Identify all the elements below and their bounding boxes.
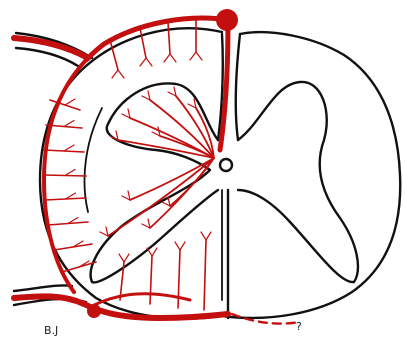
vasocorona-branch-top xyxy=(140,28,146,58)
central-twig xyxy=(122,191,130,200)
mark-right: ? xyxy=(296,320,302,333)
meninges-bottom-left-inner xyxy=(14,285,72,291)
artist-signature: B.J xyxy=(44,324,58,337)
posterior-twig xyxy=(119,254,129,262)
posterior-branch xyxy=(204,240,206,310)
posterior-branch xyxy=(150,256,152,304)
posterior-spinal-artery-node xyxy=(87,304,101,318)
central-twig xyxy=(122,109,130,118)
vasocorona-twig-top xyxy=(140,58,152,66)
central-twig xyxy=(100,227,108,236)
arterial-vasocorona-top xyxy=(86,18,228,60)
vasocorona-twig-top xyxy=(112,70,124,78)
central-branch xyxy=(130,158,214,200)
vasocorona-twig-top xyxy=(190,52,202,60)
sulcal-twig-left xyxy=(65,170,75,176)
posterior-twig xyxy=(175,242,185,250)
spinal-cord-outline xyxy=(14,28,400,318)
central-canal xyxy=(220,159,232,171)
anterior-spinal-artery-node xyxy=(216,9,238,31)
central-branch xyxy=(150,158,214,228)
cord-outer-contour xyxy=(40,28,400,318)
central-twig xyxy=(168,87,176,96)
anterior-median-fissure-right xyxy=(236,34,240,140)
central-twig xyxy=(142,219,150,228)
vasocorona-branch-top xyxy=(168,22,170,54)
vasocorona-twig-top xyxy=(164,54,176,62)
posterior-twig xyxy=(201,232,211,240)
sulcal-twig-left xyxy=(64,121,74,127)
central-twig xyxy=(188,99,196,108)
sulcal-twig-left xyxy=(65,99,75,105)
sulcal-twig-left xyxy=(64,145,74,151)
posterior-branch xyxy=(178,250,180,308)
lateral-funiculus-line xyxy=(84,108,102,212)
central-twig xyxy=(142,91,150,100)
grey-matter-right xyxy=(238,82,358,282)
